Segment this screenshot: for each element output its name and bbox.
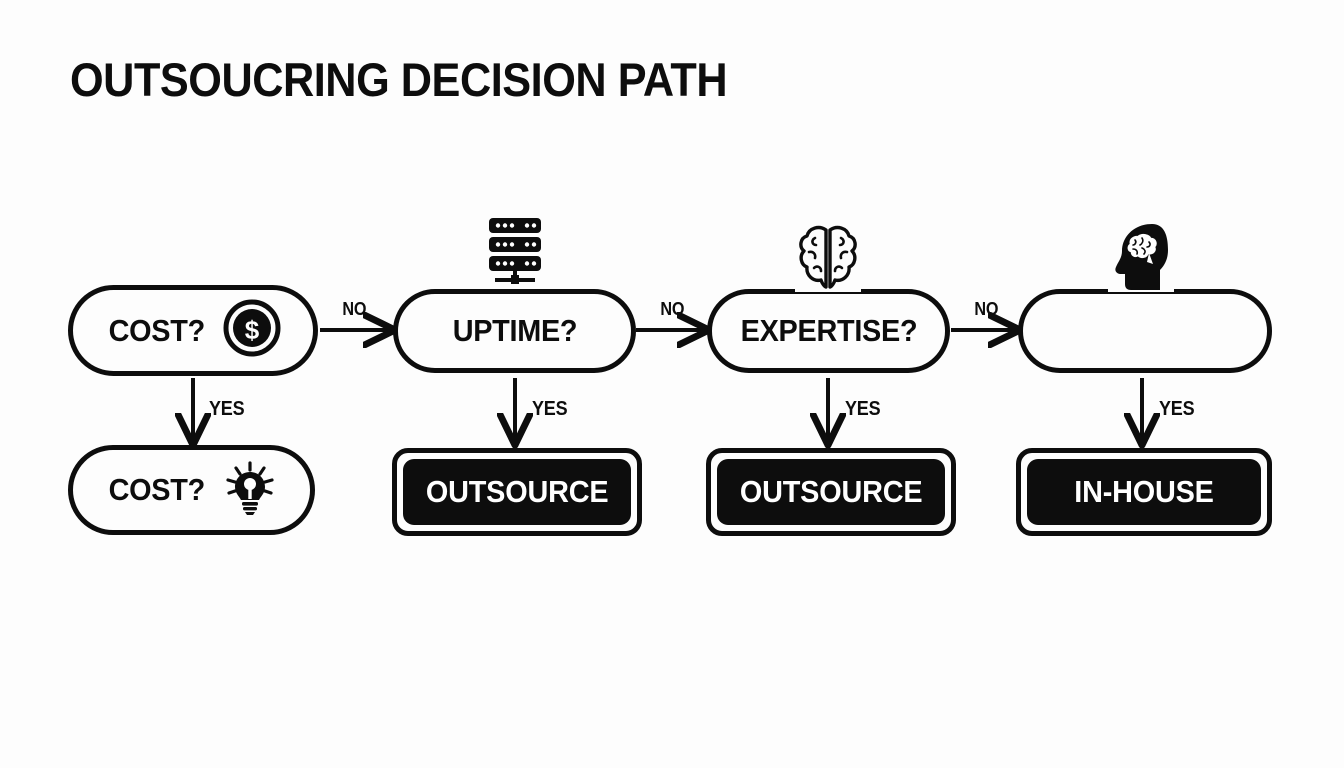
edge-label-yes-4: YES (1158, 398, 1195, 420)
edge-label-no-1: NO (342, 299, 367, 319)
outcome-node-1-label: COST? (108, 472, 205, 507)
outcome-node-4-label: IN-HOUSE (1074, 474, 1214, 509)
brain-outline-icon (795, 220, 861, 292)
outcome-node-2-label: OUTSOURCE (425, 474, 609, 509)
server-rack-icon (483, 216, 547, 288)
decision-node-cost-label: COST? (108, 312, 206, 348)
outcome-node-4[interactable]: IN-HOUSE (1016, 448, 1272, 536)
head-with-brain-icon (1108, 220, 1174, 292)
decision-node-uptime-label: UPTIME? (452, 313, 577, 348)
edge-label-yes-3: YES (844, 398, 881, 420)
outcome-node-2[interactable]: OUTSOURCE (392, 448, 642, 536)
edge-label-no-3: NO (974, 299, 999, 319)
edge-label-yes-2: YES (531, 398, 568, 420)
decision-node-expertise-label: EXPERTISE? (740, 313, 917, 348)
outcome-node-1[interactable]: COST? (68, 445, 315, 535)
outcome-node-2-fill: OUTSOURCE (403, 459, 631, 525)
page-title: OUTSOUCRING DECISION PATH (70, 53, 728, 106)
decision-node-expertise[interactable]: EXPERTISE? (707, 289, 950, 373)
svg-text:$: $ (245, 315, 260, 345)
outcome-node-4-fill: IN-HOUSE (1027, 459, 1261, 525)
outcome-node-3[interactable]: OUTSOURCE (706, 448, 956, 536)
decision-node-uptime[interactable]: UPTIME? (393, 289, 636, 373)
outcome-node-3-fill: OUTSOURCE (717, 459, 945, 525)
edge-label-no-2: NO (660, 299, 685, 319)
lightbulb-icon (222, 460, 278, 521)
edge-label-yes-1: YES (208, 398, 245, 420)
dollar-coin-icon: $ (223, 299, 281, 362)
decision-node-final[interactable] (1018, 289, 1272, 373)
decision-node-cost[interactable]: COST? $ (68, 285, 318, 376)
outcome-node-3-label: OUTSOURCE (739, 474, 923, 509)
